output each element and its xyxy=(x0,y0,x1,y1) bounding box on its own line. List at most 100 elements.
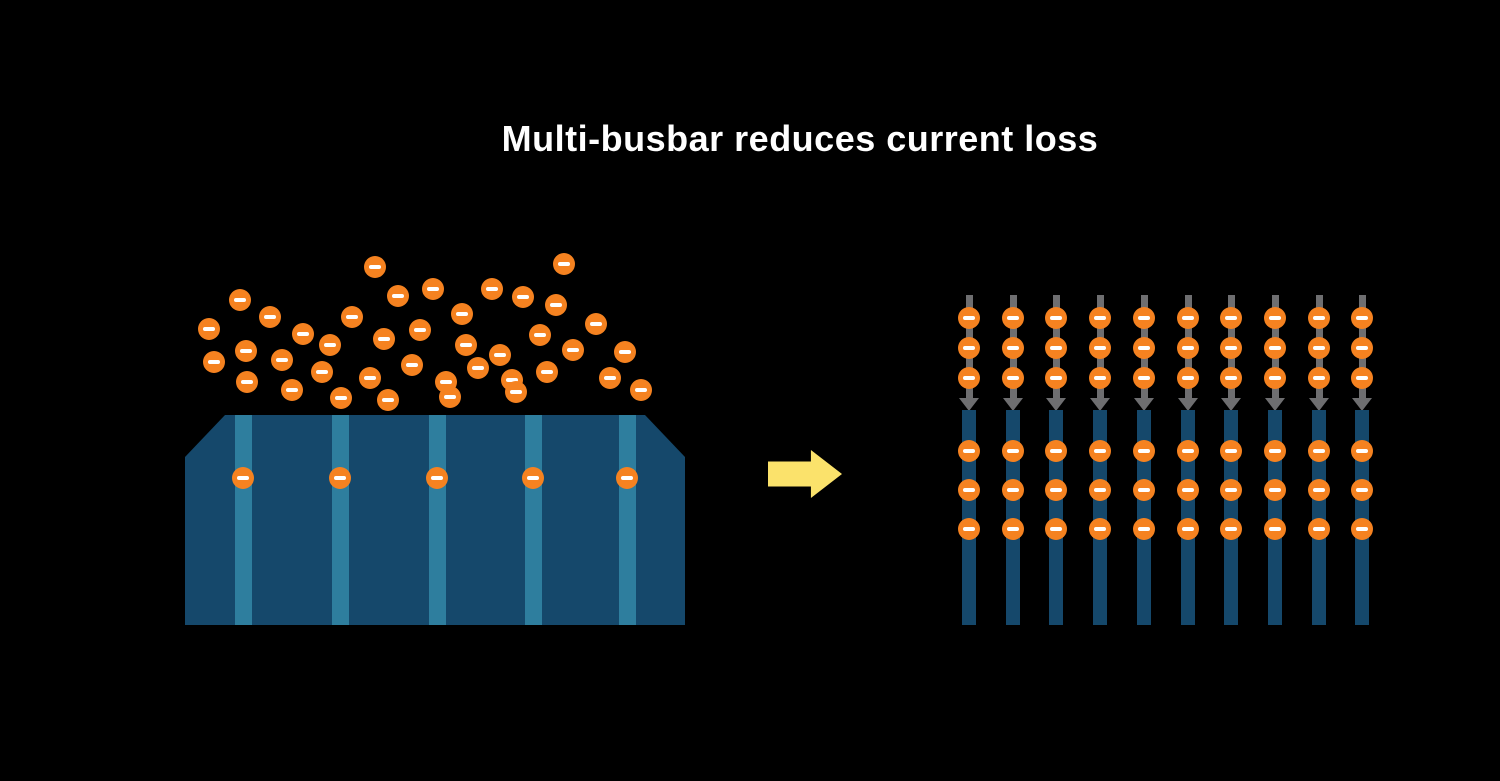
busbar xyxy=(234,415,252,625)
electron-icon xyxy=(958,518,980,540)
page-title: Multi-busbar reduces current loss xyxy=(501,118,1099,159)
electron-icon xyxy=(529,324,551,346)
electron-icon xyxy=(958,440,980,462)
electron-icon xyxy=(1308,367,1330,389)
electron-icon xyxy=(1089,440,1111,462)
electron-icon xyxy=(1177,307,1199,329)
electron-icon xyxy=(1133,337,1155,359)
electron-icon xyxy=(1308,440,1330,462)
electron-icon xyxy=(1264,479,1286,501)
electron-icon xyxy=(1264,440,1286,462)
electron-icon xyxy=(377,389,399,411)
electron-icon xyxy=(1045,440,1067,462)
electron-icon xyxy=(1177,518,1199,540)
electron-icon xyxy=(1089,367,1111,389)
electron-icon xyxy=(1177,337,1199,359)
electron-icon xyxy=(1308,337,1330,359)
electron-icon xyxy=(1133,479,1155,501)
electron-icon xyxy=(1133,367,1155,389)
electron-icon xyxy=(319,334,341,356)
electron-icon xyxy=(1089,337,1111,359)
down-arrow-head-icon xyxy=(1090,398,1110,411)
electron-icon xyxy=(1002,518,1024,540)
down-arrow-head-icon xyxy=(1046,398,1066,411)
electron-icon xyxy=(1308,307,1330,329)
electron-icon xyxy=(1264,307,1286,329)
busbar xyxy=(524,415,542,625)
electron-icon xyxy=(1351,307,1373,329)
electron-icon xyxy=(1133,307,1155,329)
electron-icon xyxy=(1220,337,1242,359)
electron-icon xyxy=(1220,307,1242,329)
electron-icon xyxy=(489,344,511,366)
electron-icon xyxy=(422,278,444,300)
electron-icon xyxy=(271,349,293,371)
electron-icon xyxy=(1264,337,1286,359)
electron-icon xyxy=(232,467,254,489)
electron-icon xyxy=(281,379,303,401)
electron-icon xyxy=(1351,337,1373,359)
electron-icon xyxy=(1177,440,1199,462)
electron-icon xyxy=(1089,518,1111,540)
electron-icon xyxy=(439,386,461,408)
electron-icon xyxy=(1351,479,1373,501)
electron-icon xyxy=(1002,307,1024,329)
electron-icon xyxy=(426,467,448,489)
electron-icon xyxy=(1220,518,1242,540)
electron-icon xyxy=(1133,440,1155,462)
electron-icon xyxy=(505,381,527,403)
electron-icon xyxy=(1220,479,1242,501)
busbar xyxy=(618,415,636,625)
electron-icon xyxy=(1045,367,1067,389)
electron-icon xyxy=(1002,440,1024,462)
down-arrow-head-icon xyxy=(959,398,979,411)
electron-icon xyxy=(236,371,258,393)
down-arrow-head-icon xyxy=(1003,398,1023,411)
electron-icon xyxy=(1264,518,1286,540)
electron-icon xyxy=(329,467,351,489)
electron-icon xyxy=(599,367,621,389)
electron-icon xyxy=(1045,307,1067,329)
electron-icon xyxy=(536,361,558,383)
electron-icon xyxy=(341,306,363,328)
electron-icon xyxy=(451,303,473,325)
electron-icon xyxy=(1002,367,1024,389)
busbar xyxy=(331,415,349,625)
electron-icon xyxy=(364,256,386,278)
electron-icon xyxy=(512,286,534,308)
solar-cell xyxy=(185,415,685,625)
electron-icon xyxy=(1351,367,1373,389)
electron-icon xyxy=(481,278,503,300)
electron-icon xyxy=(614,341,636,363)
electron-icon xyxy=(1002,479,1024,501)
electron-icon xyxy=(203,351,225,373)
electron-icon xyxy=(630,379,652,401)
electron-icon xyxy=(359,367,381,389)
electron-icon xyxy=(1220,440,1242,462)
electron-icon xyxy=(545,294,567,316)
electron-icon xyxy=(562,339,584,361)
electron-icon xyxy=(1177,367,1199,389)
down-arrow-head-icon xyxy=(1134,398,1154,411)
down-arrow-head-icon xyxy=(1309,398,1329,411)
electron-icon xyxy=(1045,518,1067,540)
electron-icon xyxy=(1351,518,1373,540)
electron-icon xyxy=(1220,367,1242,389)
electron-icon xyxy=(1308,479,1330,501)
electron-icon xyxy=(553,253,575,275)
electron-icon xyxy=(958,337,980,359)
electron-icon xyxy=(585,313,607,335)
electron-icon xyxy=(958,307,980,329)
electron-icon xyxy=(958,367,980,389)
electron-icon xyxy=(311,361,333,383)
electron-icon xyxy=(522,467,544,489)
electron-icon xyxy=(616,467,638,489)
electron-icon xyxy=(1264,367,1286,389)
electron-icon xyxy=(1308,518,1330,540)
electron-icon xyxy=(387,285,409,307)
electron-icon xyxy=(292,323,314,345)
electron-icon xyxy=(409,319,431,341)
electron-icon xyxy=(467,357,489,379)
electron-icon xyxy=(1045,337,1067,359)
